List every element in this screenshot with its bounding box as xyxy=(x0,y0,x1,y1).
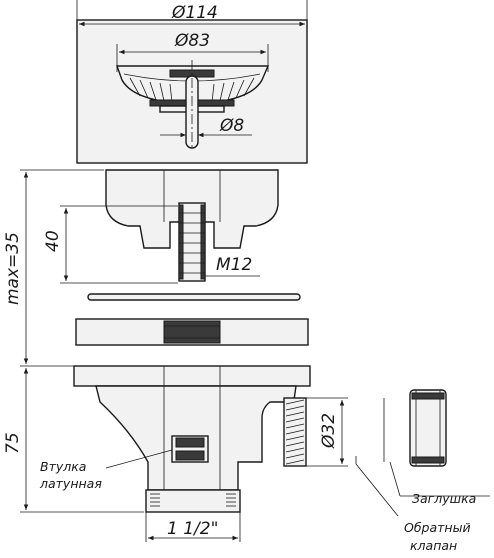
threaded-stud xyxy=(178,202,206,282)
thread-m12-label: M12 xyxy=(216,255,252,275)
dim-8-label: Ø8 xyxy=(219,116,244,136)
dim-40-label: 40 xyxy=(43,230,63,252)
bottom-outlet-thread xyxy=(145,489,241,513)
plug-label: Заглушка xyxy=(412,491,476,506)
drain-body-lower xyxy=(73,365,311,513)
plug-cap xyxy=(389,389,490,497)
dim-83-label: Ø83 xyxy=(174,31,210,51)
dim-114-label: Ø114 xyxy=(171,3,218,23)
dim-1-1-2-label: 1 1/2" xyxy=(167,519,218,539)
brass-bushing xyxy=(171,435,209,463)
bushing-label-line1: Втулка xyxy=(40,459,86,474)
gasket xyxy=(87,293,301,301)
locking-nut xyxy=(75,318,309,346)
stem xyxy=(185,75,199,149)
side-outlet-thread xyxy=(283,397,307,467)
check-valve-label-line1: Обратный xyxy=(404,520,471,535)
dim-75-label: 75 xyxy=(3,432,23,454)
bushing-label-line2: латунная xyxy=(39,476,102,491)
check-valve xyxy=(355,398,399,517)
dim-32-label: Ø32 xyxy=(319,413,339,449)
check-valve-label-line2: клапан xyxy=(410,538,457,553)
dim-max35-label: max=35 xyxy=(3,232,23,305)
